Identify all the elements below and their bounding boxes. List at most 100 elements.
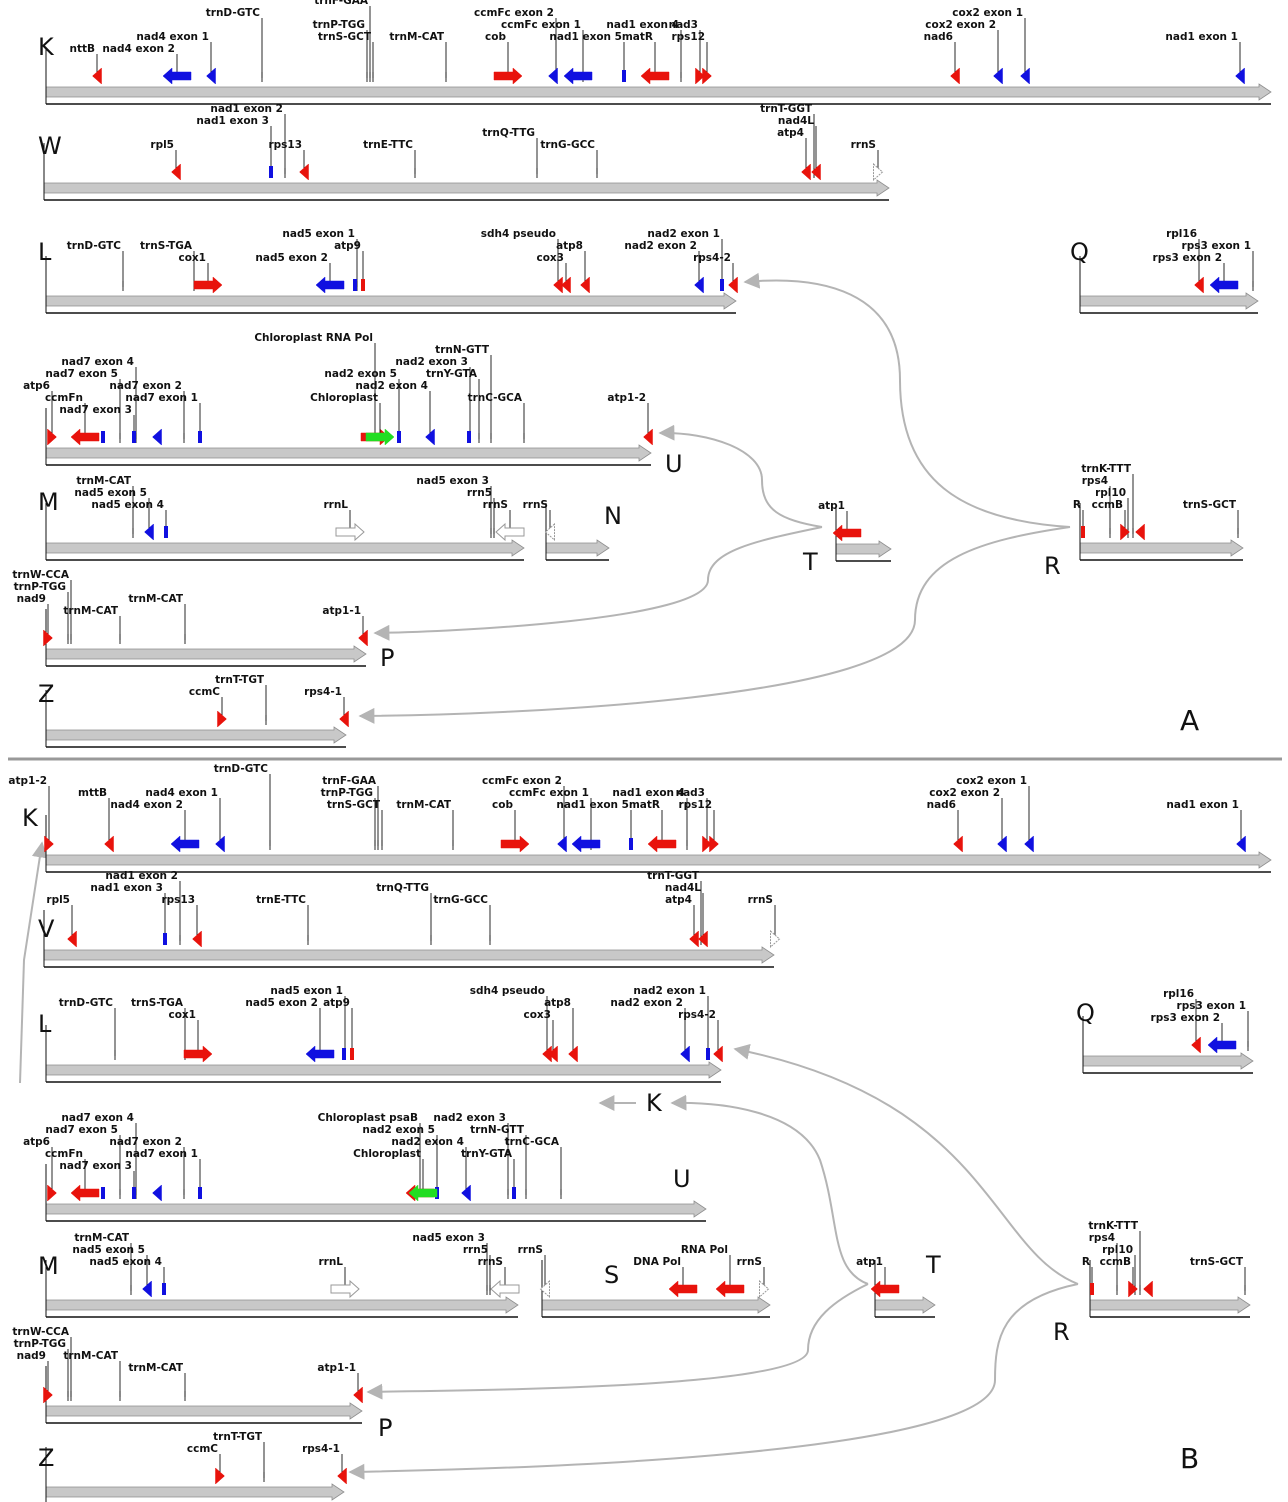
gene-rpl5: rpl5 xyxy=(46,894,77,948)
gene-label: atp8 xyxy=(556,240,583,252)
link-curve xyxy=(348,1283,1079,1480)
gene-cob: cob xyxy=(485,31,523,85)
gene-label: cox2 exon 2 xyxy=(925,19,996,31)
gene-rps4-2: rps4-2 xyxy=(693,252,738,294)
gene-label: cox2 exon 1 xyxy=(956,775,1027,787)
gene-dna-pol: DNA Pol xyxy=(633,1256,698,1298)
gene-rps3-exon-1: rps3 exon 1 xyxy=(1177,1000,1249,1051)
track-spine xyxy=(45,1402,363,1420)
gene-glyph xyxy=(500,835,530,853)
gene-nad2-exon-4: nad2 exon 4 xyxy=(391,1136,471,1202)
gene-label: nad9 xyxy=(17,1350,46,1362)
track-spine xyxy=(45,1061,722,1079)
gene-label: nad1 exon 2 xyxy=(105,870,178,882)
gene-trny-gta: trnY-GTA xyxy=(426,368,480,443)
gene-nad5-exon-3: nad5 exon 3 xyxy=(416,475,492,538)
track-label: L xyxy=(38,238,52,266)
gene-glyph xyxy=(358,629,368,647)
gene-label: atp4 xyxy=(665,894,692,906)
gene-block xyxy=(342,1048,346,1060)
gene-rrns: rrnS xyxy=(483,499,525,542)
gene-trnt-ggt: trnT-GGT xyxy=(647,870,702,945)
gene-label: trnS-GCT xyxy=(1183,499,1237,511)
gene-glyph xyxy=(548,67,558,85)
track-spine xyxy=(43,179,890,197)
gene-glyph xyxy=(715,1280,745,1298)
gene-nad2-exon-5: nad2 exon 5 xyxy=(324,368,401,443)
gene-glyph xyxy=(643,428,653,446)
gene-label: nad6 xyxy=(924,31,953,43)
gene-label: rps4-2 xyxy=(678,1009,716,1021)
gene-glyph xyxy=(668,1280,698,1298)
gene-glyph xyxy=(67,930,77,948)
gene-label: trnK-TTT xyxy=(1081,463,1132,475)
gene-trng-gcc: trnG-GCC xyxy=(433,894,491,945)
gene-atp4: atp4 xyxy=(665,894,699,948)
gene-label: trnD-GTC xyxy=(206,7,261,19)
gene-glyph xyxy=(330,1279,360,1299)
link-curve xyxy=(658,424,823,528)
gene-label: trnM-CAT xyxy=(63,605,118,617)
gene-glyph xyxy=(162,67,192,85)
gene-glyph xyxy=(152,428,162,446)
gene-glyph xyxy=(70,1184,100,1202)
panel-label-B: B xyxy=(1180,1442,1199,1475)
gene-label: rrnL xyxy=(323,499,348,511)
gene-feature xyxy=(152,428,162,446)
gene-nad4-exon-1: nad4 exon 1 xyxy=(136,31,216,85)
track-spine xyxy=(1079,539,1244,557)
gene-glyph xyxy=(1120,523,1130,541)
gene-sdh4-pseudo: sdh4 pseudo xyxy=(470,985,552,1063)
gene-trnp-tgg: trnP-TGG xyxy=(14,1338,69,1401)
gene-glyph xyxy=(1236,835,1246,853)
gene-rrns: rrnS xyxy=(518,1244,550,1299)
gene-label: rpl5 xyxy=(46,894,70,906)
track-label: P xyxy=(380,644,394,672)
gene-label: trnS-GCT xyxy=(318,31,372,43)
gene-trns-tga: trnS-TGA xyxy=(140,240,195,291)
gene-glyph xyxy=(495,522,525,542)
gene-glyph xyxy=(580,276,590,294)
gene-glyph xyxy=(759,1279,770,1299)
gene-trnm-cat: trnM-CAT xyxy=(74,1232,132,1295)
gene-glyph xyxy=(215,835,225,853)
gene-cox2-exon-2: cox2 exon 2 xyxy=(925,19,1003,85)
gene-rrnl: rrnL xyxy=(323,499,365,542)
track-spine xyxy=(45,851,1272,869)
track-spine xyxy=(45,1200,707,1218)
gene-label: nad2 exon 1 xyxy=(647,228,720,240)
gene-label: cox3 xyxy=(523,1009,551,1021)
gene-nad9: nad9 xyxy=(17,593,53,647)
gene-mttb: mttB xyxy=(78,787,114,853)
gene-label: Chloroplast psaB xyxy=(318,1112,418,1124)
gene-label: rps13 xyxy=(161,894,195,906)
gene-label: cox2 exon 2 xyxy=(929,787,1000,799)
gene-label: rrnS xyxy=(523,499,548,511)
gene-r: R xyxy=(1073,499,1085,538)
gene-glyph xyxy=(539,1279,550,1299)
gene-label: trnM-CAT xyxy=(389,31,444,43)
gene-label: nad3 xyxy=(676,787,705,799)
gene-label: atp9 xyxy=(334,240,361,252)
gene-glyph xyxy=(1194,276,1204,294)
gene-label: nad4 exon 1 xyxy=(136,31,209,43)
gene-trne-ttc: trnE-TTC xyxy=(256,894,309,945)
gene-nad7-exon-2: nad7 exon 2 xyxy=(109,380,185,443)
gene-nad7-exon-5: nad7 exon 5 xyxy=(45,368,121,443)
gene-nad5-exon-4: nad5 exon 4 xyxy=(89,1256,166,1295)
gene-block xyxy=(720,279,724,291)
gene-label: nad2 exon 2 xyxy=(624,240,697,252)
gene-glyph xyxy=(425,428,435,446)
gene-label: rpl16 xyxy=(1163,988,1194,1000)
gene-trnf-gaa: trnF-GAA xyxy=(322,775,379,850)
gene-label: trnY-GTA xyxy=(426,368,478,380)
gene-atp9: atp9 xyxy=(334,240,365,291)
gene-label: rrn5 xyxy=(463,1244,488,1256)
gene-glyph xyxy=(408,1184,438,1202)
gene-glyph xyxy=(997,835,1007,853)
gene-block xyxy=(512,1187,516,1199)
gene-rps3-exon-2: rps3 exon 2 xyxy=(1153,252,1239,294)
